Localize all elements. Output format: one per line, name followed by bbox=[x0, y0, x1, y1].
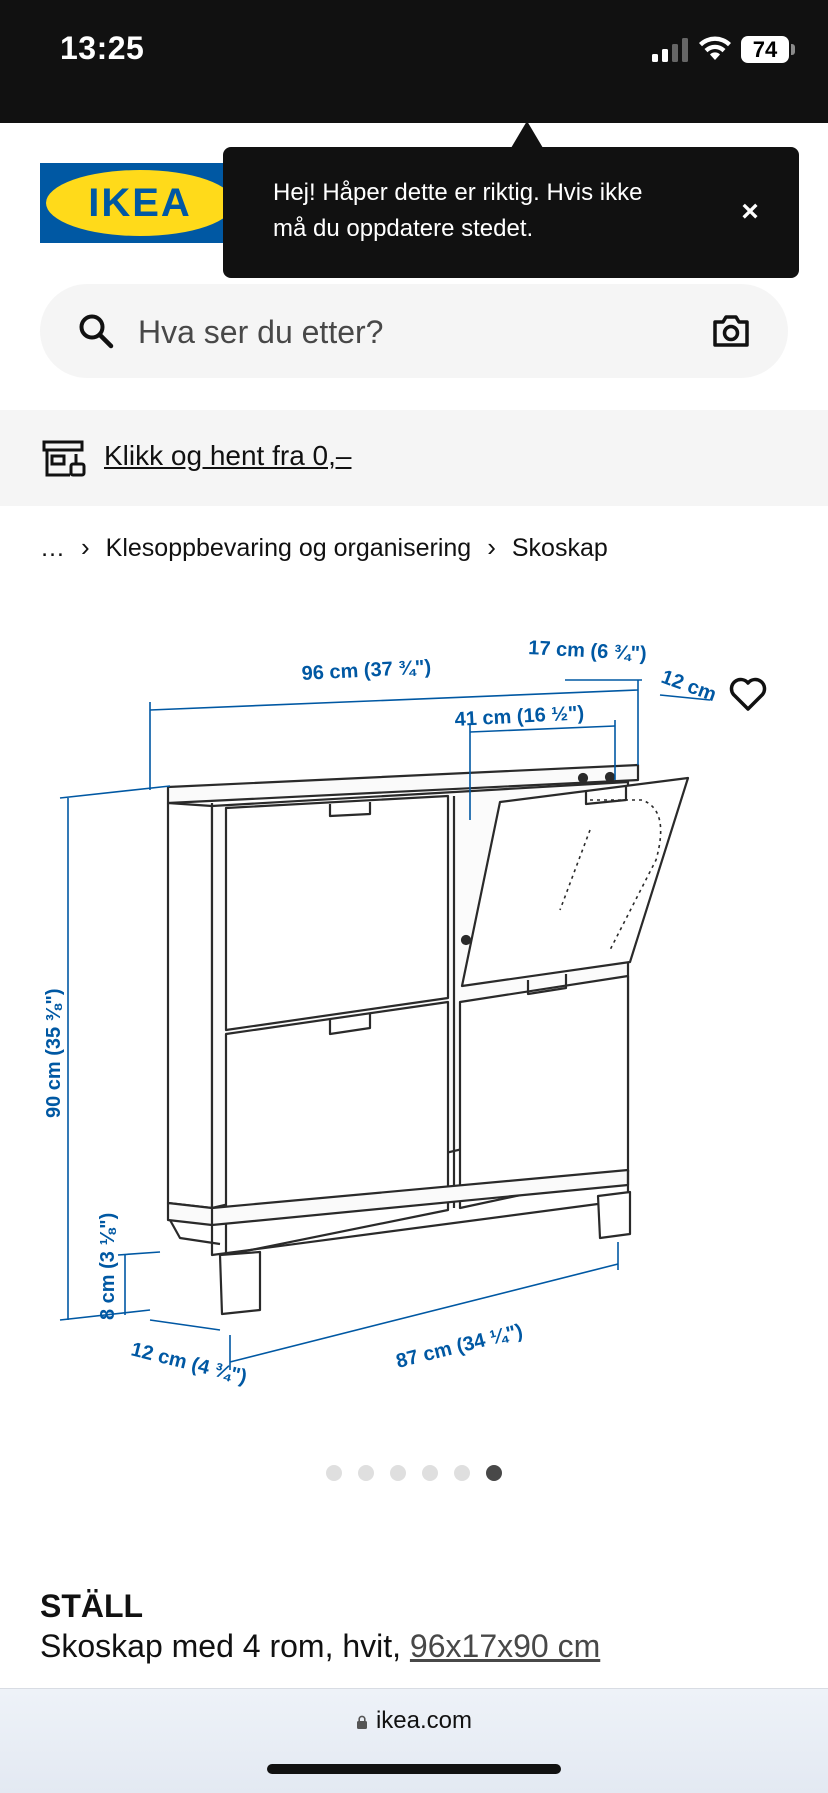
flap-inner-dotted bbox=[590, 799, 662, 951]
url-text: ikea.com bbox=[375, 1707, 473, 1734]
breadcrumb-separator: › bbox=[81, 532, 90, 562]
status-bar: 13:25 74 bbox=[0, 0, 828, 123]
drawer-handle bbox=[526, 974, 568, 996]
carousel-dot[interactable] bbox=[390, 1465, 406, 1481]
location-tooltip: Hej! Håper dette er riktig. Hvis ikke må… bbox=[223, 147, 799, 278]
status-time: 13:25 bbox=[60, 30, 145, 66]
product-size-link[interactable]: 96x17x90 cm bbox=[409, 1628, 601, 1664]
flap-inner-dotted bbox=[559, 829, 591, 911]
image-carousel-dots bbox=[326, 1465, 518, 1483]
camera-icon[interactable] bbox=[712, 313, 750, 349]
search-icon bbox=[79, 314, 114, 349]
wifi-icon bbox=[699, 36, 731, 60]
cabinet-leg-back bbox=[169, 1219, 221, 1246]
drawer-handle bbox=[328, 1014, 372, 1036]
tooltip-close-button[interactable]: × bbox=[741, 195, 759, 228]
favorite-heart-icon[interactable] bbox=[728, 676, 768, 712]
dim-label-leg-height: 8 cm (3 ⅛") bbox=[97, 1213, 119, 1320]
battery-tip bbox=[791, 44, 795, 55]
tooltip-arrow bbox=[511, 121, 543, 148]
breadcrumb-item-more[interactable]: … bbox=[40, 534, 65, 562]
search-input[interactable] bbox=[136, 304, 640, 360]
drawer-handle bbox=[584, 786, 628, 806]
browser-url-bar[interactable]: ikea.com bbox=[0, 1688, 828, 1793]
search-bar bbox=[40, 284, 788, 378]
click-collect-banner: Klikk og hent fra 0,– bbox=[0, 410, 828, 506]
cellular-signal-icon bbox=[652, 38, 688, 62]
carousel-dot[interactable] bbox=[326, 1465, 342, 1481]
product-description-text: Skoskap med 4 rom, hvit, bbox=[40, 1628, 410, 1664]
product-dimension-drawing[interactable]: 96 cm (37 ¾") 17 cm (6 ¾") 41 cm (16 ½")… bbox=[30, 610, 790, 1410]
product-name: STÄLL bbox=[40, 1588, 144, 1624]
product-description: Skoskap med 4 rom, hvit, 96x17x90 cm bbox=[40, 1628, 600, 1665]
dim-label-base-width: 87 cm (34 ¼") bbox=[394, 1320, 525, 1373]
drawer-top-left bbox=[224, 794, 450, 1032]
carousel-dot[interactable] bbox=[358, 1465, 374, 1481]
dim-label-base-depth: 12 cm (4 ¾") bbox=[129, 1339, 249, 1389]
dim-label-width: 96 cm (37 ¾") bbox=[301, 656, 432, 685]
ikea-logo[interactable]: IKEA bbox=[40, 163, 240, 243]
logo-text: IKEA bbox=[88, 181, 192, 225]
breadcrumb: … › Klesoppbevaring og organisering › Skoska… bbox=[40, 532, 608, 563]
carousel-dot-active[interactable] bbox=[486, 1465, 502, 1481]
breadcrumb-item-clothing-storage[interactable]: Klesoppbevaring og organisering bbox=[105, 534, 472, 562]
dim-label-depth: 17 cm (6 ¾") bbox=[528, 637, 647, 665]
breadcrumb-separator: › bbox=[487, 532, 496, 562]
dim-label-door-depth: 12 cm bbox=[658, 666, 719, 706]
home-indicator[interactable] bbox=[267, 1764, 561, 1774]
store-icon bbox=[42, 440, 86, 477]
drawer-handle bbox=[328, 802, 372, 818]
cabinet-top bbox=[166, 763, 640, 805]
cabinet-leg bbox=[218, 1250, 262, 1316]
cabinet-plinth-front bbox=[210, 1170, 630, 1257]
dim-label-height: 90 cm (35 ⅜") bbox=[43, 988, 65, 1118]
tooltip-message: Hej! Håper dette er riktig. Hvis ikke må… bbox=[273, 179, 643, 242]
cabinet-side-face bbox=[167, 801, 213, 808]
url-display: ikea.com bbox=[0, 1707, 828, 1735]
lock-icon bbox=[356, 1715, 367, 1729]
breadcrumb-item-shoe-cabinet[interactable]: Skoskap bbox=[511, 534, 608, 562]
cabinet-leg bbox=[596, 1190, 632, 1240]
dim-label-inner-width: 41 cm (16 ½") bbox=[454, 702, 585, 731]
logo-mark: IKEA bbox=[40, 163, 240, 243]
click-collect-link[interactable]: Klikk og hent fra 0,– bbox=[104, 440, 352, 471]
cabinet-left-side bbox=[166, 803, 214, 1210]
carousel-dot[interactable] bbox=[454, 1465, 470, 1481]
carousel-dot[interactable] bbox=[422, 1465, 438, 1481]
battery-icon: 74 bbox=[741, 36, 789, 63]
